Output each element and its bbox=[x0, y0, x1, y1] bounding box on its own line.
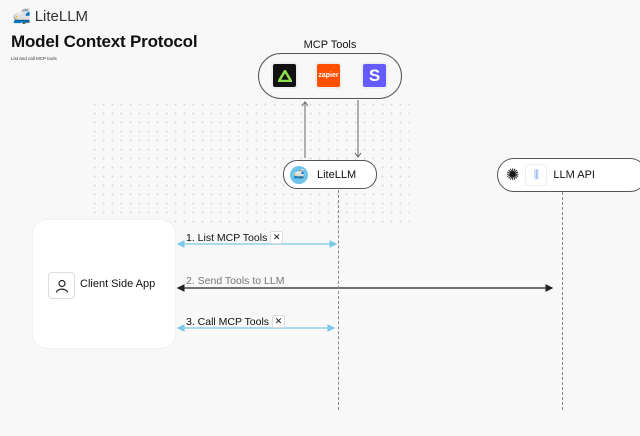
brand-logo: 🚅 LiteLLM bbox=[12, 7, 89, 26]
page-title: Model Context Protocol bbox=[11, 32, 198, 51]
step-3-label: 3. Call MCP Tools✕ bbox=[186, 315, 286, 328]
llm-api-lifeline bbox=[562, 192, 563, 410]
openai-icon: ✺ bbox=[506, 167, 520, 184]
litellm-node: 🚅 LiteLLM bbox=[283, 160, 377, 189]
tools-icon: ✕ bbox=[272, 315, 286, 328]
user-icon bbox=[48, 272, 75, 299]
litellm-node-label: LiteLLM bbox=[317, 168, 357, 181]
step-1-label: 1. List MCP Tools✕ bbox=[186, 231, 284, 244]
client-label: Client Side App bbox=[80, 278, 156, 290]
zapier-icon: zapier bbox=[315, 62, 342, 89]
brand-name: LiteLLM bbox=[34, 7, 89, 25]
stripe-icon: S bbox=[361, 62, 388, 89]
llm-api-label: LLM API bbox=[553, 169, 595, 181]
litellm-logo-icon: 🚅 bbox=[290, 165, 308, 184]
step-2-label: 2. Send Tools to LLM bbox=[186, 275, 285, 287]
llm-api-node: ✺ ⫼ LLM API bbox=[497, 158, 640, 192]
triangle-tool-icon bbox=[271, 62, 298, 89]
train-icon: 🚅 bbox=[12, 8, 31, 25]
page-subtitle: List and call MCP tools bbox=[11, 56, 57, 61]
mcp-tools-label: MCP Tools bbox=[303, 39, 357, 51]
litellm-lifeline bbox=[338, 190, 339, 410]
tools-icon: ✕ bbox=[270, 231, 284, 244]
llm-provider-icon: ⫼ bbox=[525, 164, 548, 186]
